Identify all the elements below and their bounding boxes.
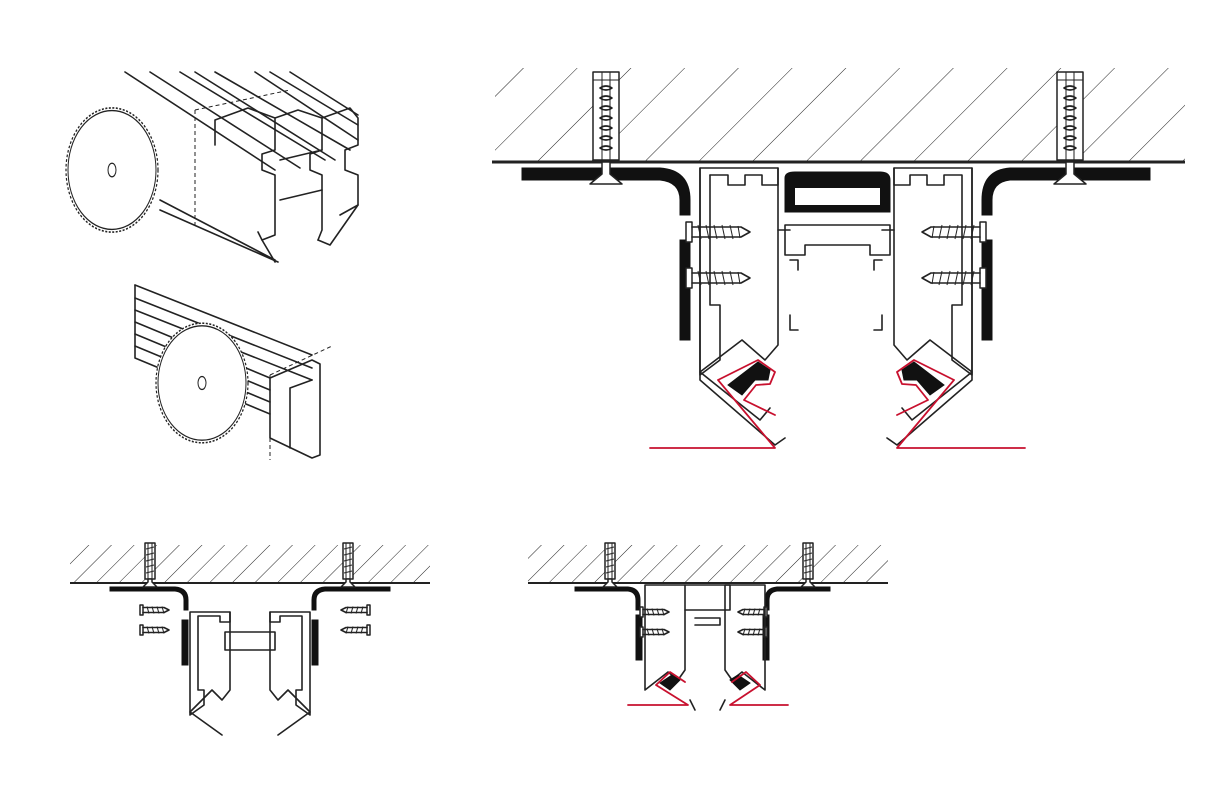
dowel-screw-icon	[1053, 71, 1087, 185]
ceiling-hatch	[70, 545, 430, 583]
wood-screw-icon	[139, 604, 170, 616]
wood-screw-icon	[921, 267, 987, 289]
wood-screw-icon	[921, 221, 987, 243]
saw-cutting-rail-isometric	[134, 284, 333, 460]
saw-cutting-profile-isometric	[65, 71, 359, 263]
wood-screw-icon	[685, 221, 751, 243]
wood-screw-icon	[340, 624, 371, 636]
wood-screw-icon	[139, 624, 170, 636]
section-detail-small-left	[70, 542, 430, 736]
ceiling-hatch	[528, 545, 888, 583]
section-detail-small-right	[528, 542, 888, 711]
wood-screw-icon	[685, 267, 751, 289]
saw-blade-icon	[65, 107, 159, 233]
wood-screw-icon	[340, 604, 371, 616]
saw-blade-icon	[155, 322, 249, 444]
dowel-screw-icon	[589, 71, 623, 185]
section-detail-large	[492, 68, 1185, 449]
